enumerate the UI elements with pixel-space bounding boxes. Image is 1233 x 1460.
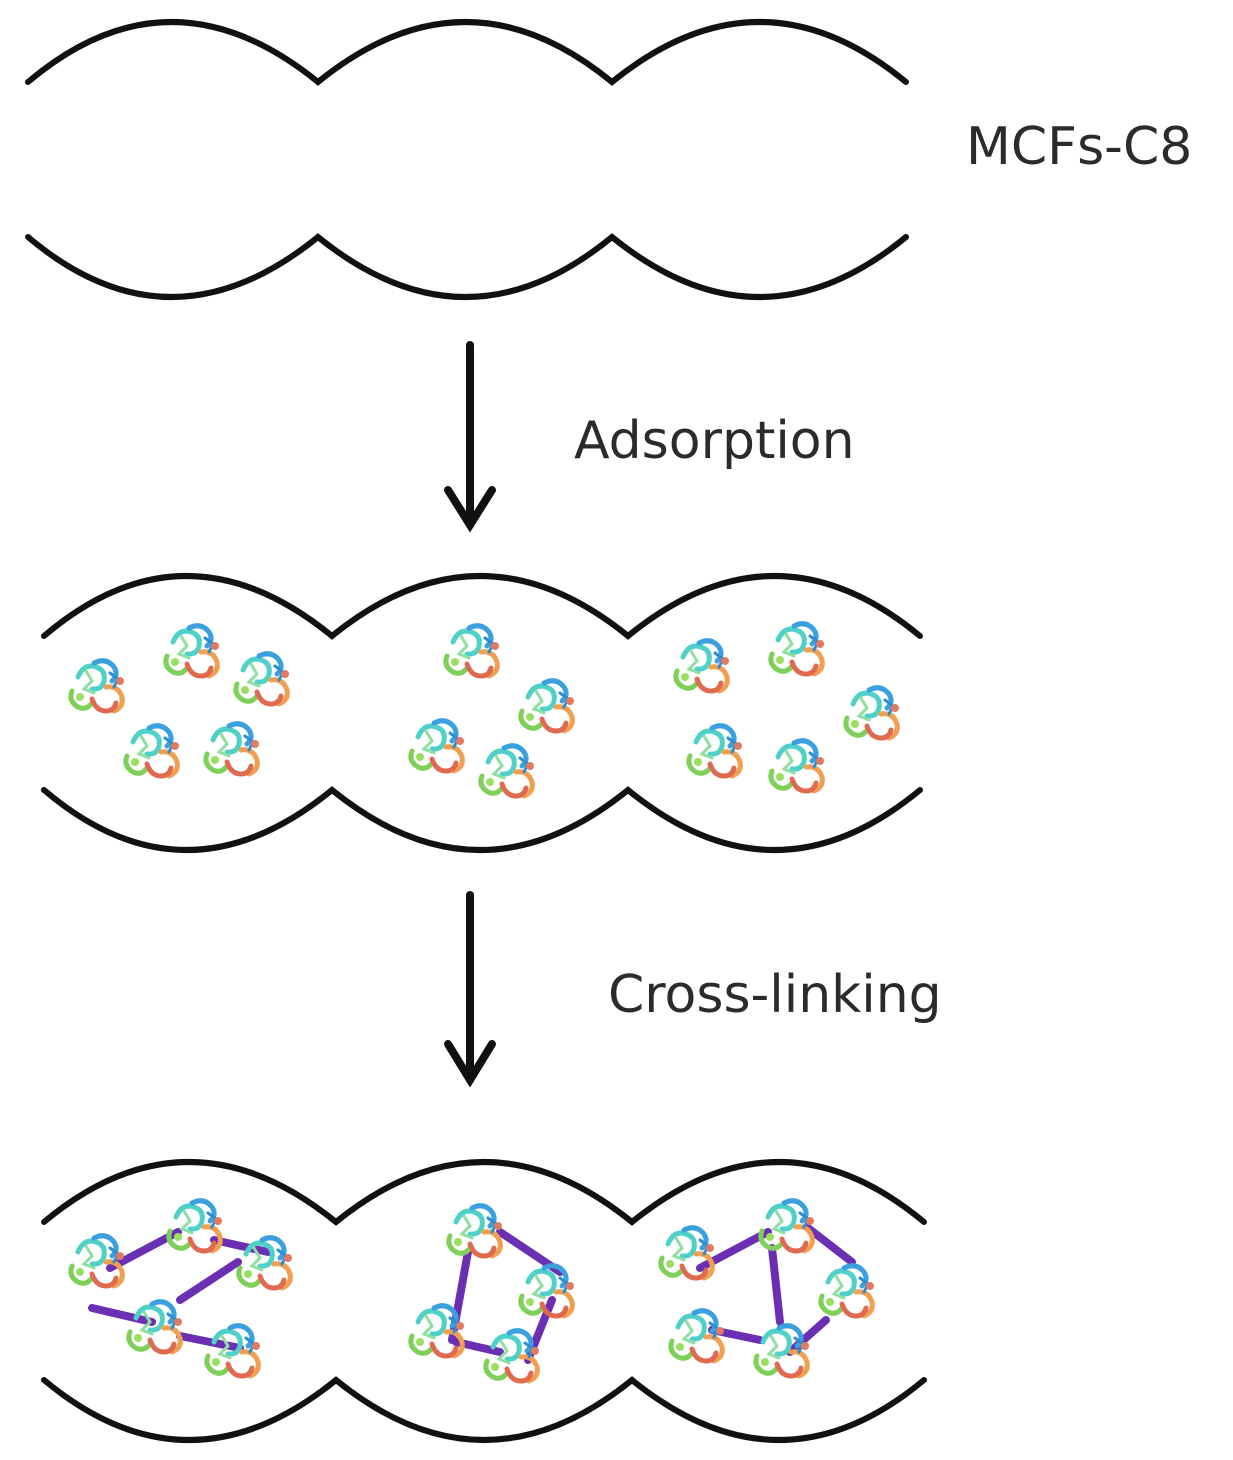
pore-wall-bottom [41, 1376, 927, 1443]
enzyme-icon [821, 1266, 874, 1316]
step-crosslinking-label: Cross-linking [608, 965, 942, 1025]
enzyme-icon [771, 624, 824, 674]
enzyme-icon [236, 654, 289, 704]
enzyme-icon [206, 724, 259, 774]
enzyme-icon [71, 1236, 124, 1286]
enzyme-icon [671, 1311, 724, 1361]
enzyme-icon [71, 661, 124, 711]
enzyme-icon [756, 1326, 809, 1376]
pore-wall-top [25, 19, 909, 86]
enzyme-icon [126, 726, 179, 776]
enzyme-icon [846, 688, 899, 738]
crosslinked-pore-walls [41, 1159, 927, 1443]
arrow-adsorption [444, 341, 496, 533]
enzyme-icon [661, 1228, 714, 1278]
empty-pore-walls [25, 19, 909, 300]
enzyme-icon [771, 741, 824, 791]
enzyme-icon [411, 1306, 464, 1356]
enzyme-icon [166, 626, 219, 676]
enzyme-icon [761, 1201, 814, 1251]
enzyme-icon [521, 681, 574, 731]
adsorbed-proteins [71, 624, 899, 796]
pore-wall-top [41, 573, 923, 640]
enzyme-icon [411, 721, 464, 771]
pore-wall-bottom [41, 786, 923, 853]
enzyme-icon [129, 1302, 182, 1352]
step-adsorption-label: Adsorption [574, 411, 855, 471]
enzyme-icon [207, 1326, 260, 1376]
enzyme-icon [481, 746, 534, 796]
adsorbed-pore-walls [41, 573, 923, 853]
enzyme-icon [169, 1201, 222, 1251]
enzyme-icon [486, 1331, 539, 1381]
enzyme-icon [689, 726, 742, 776]
pore-wall-bottom [25, 233, 909, 300]
enzyme-icon [449, 1206, 502, 1256]
enzyme-icon [446, 626, 499, 676]
support-label: MCFs-C8 [966, 117, 1192, 177]
pore-wall-top [41, 1159, 927, 1226]
arrow-crosslinking [444, 891, 496, 1088]
enzyme-icon [676, 641, 729, 691]
